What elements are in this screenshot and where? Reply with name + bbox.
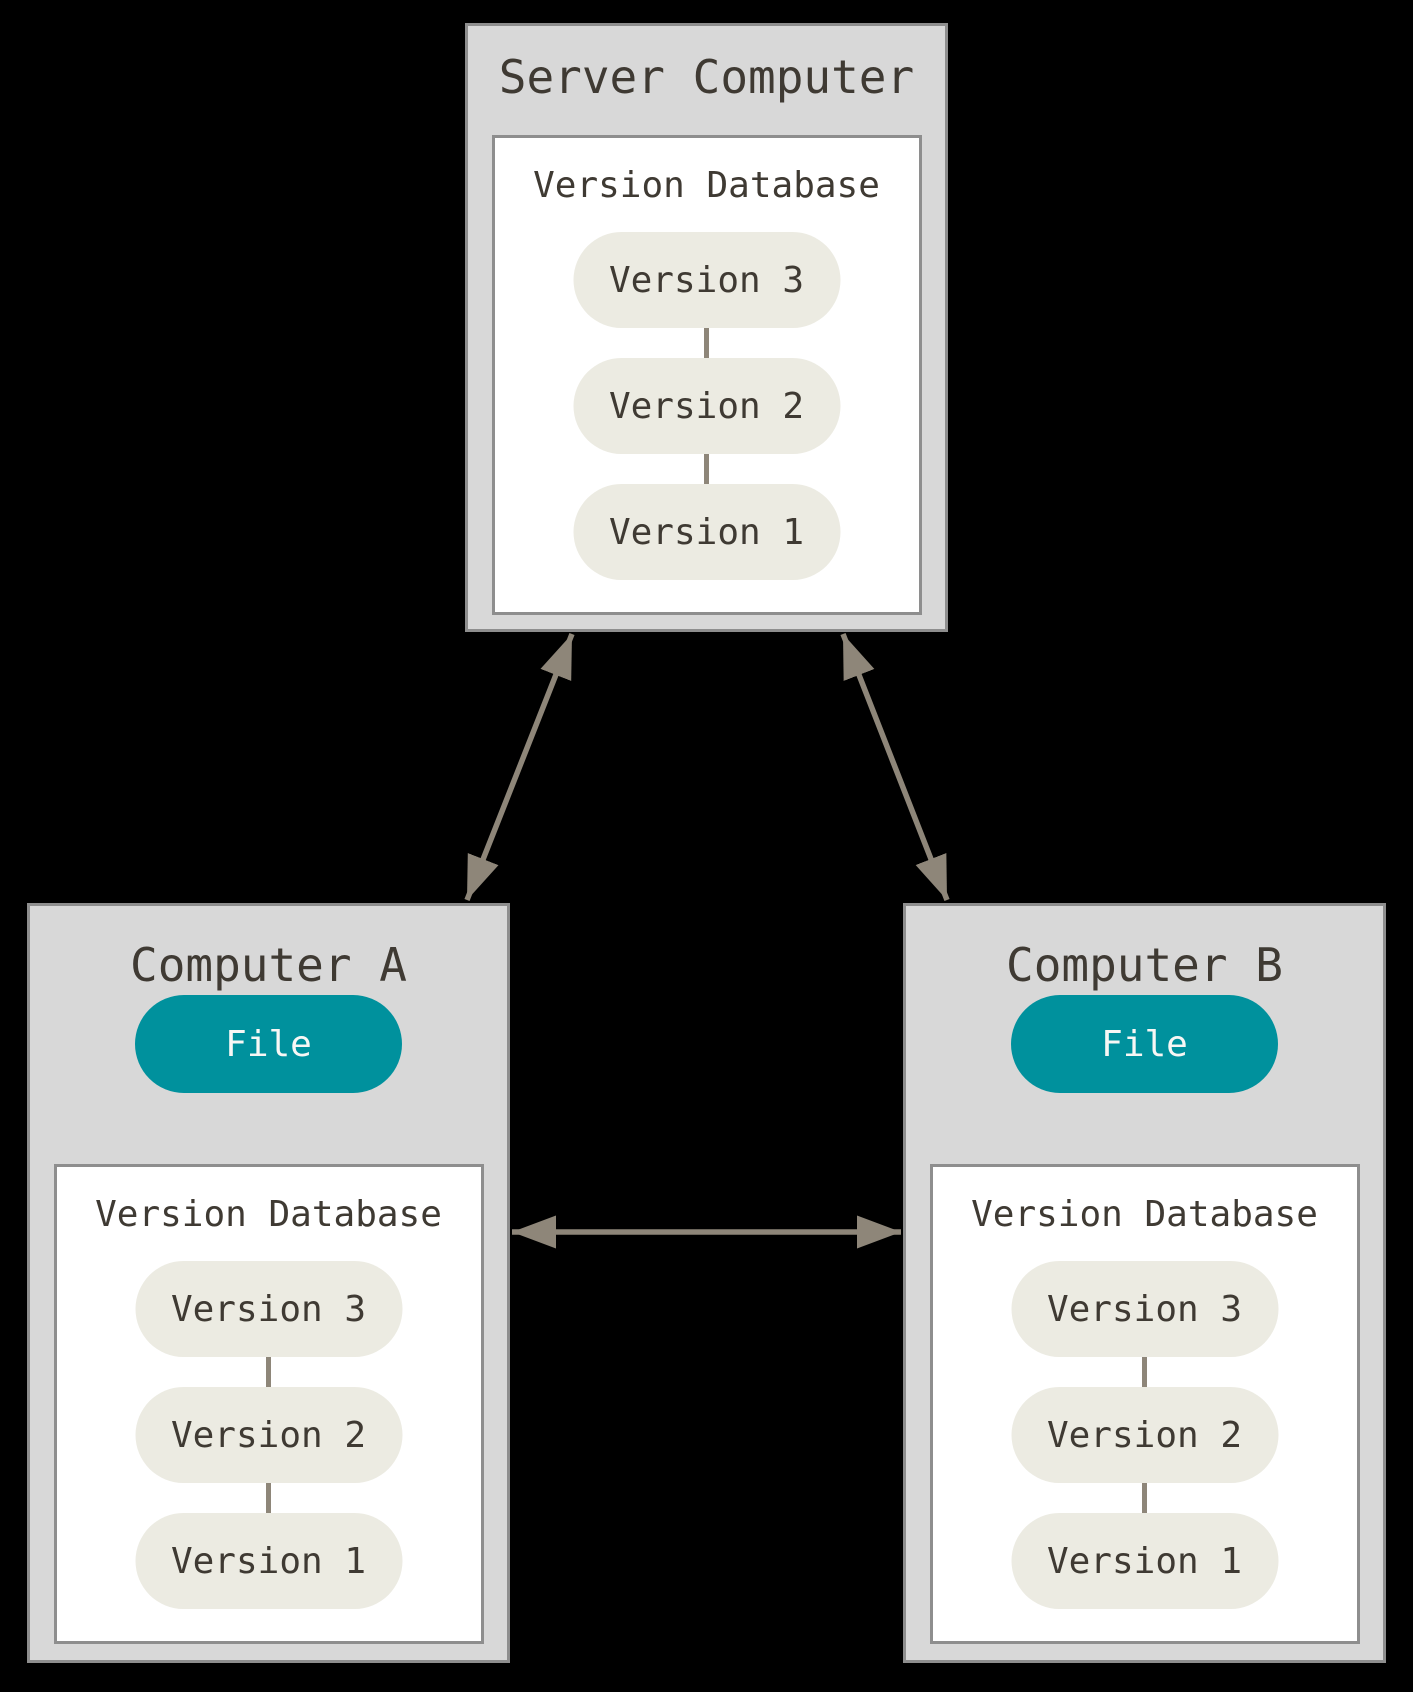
server-version-database-label: Version Database bbox=[533, 164, 880, 206]
computer-b-version-3-pill: Version 3 bbox=[1011, 1261, 1278, 1357]
computer-b-version-connector bbox=[1142, 1357, 1147, 1387]
server-version-1-pill: Version 1 bbox=[573, 484, 840, 580]
computer-a-title: Computer A bbox=[130, 938, 407, 992]
computer-a-version-1-pill: Version 1 bbox=[135, 1513, 402, 1609]
computer-b-version-1-pill: Version 1 bbox=[1011, 1513, 1278, 1609]
computer-a-file-pill: File bbox=[135, 995, 402, 1093]
computer-a-version-database-box: Version Database Version 3 Version 2 Ver… bbox=[53, 1164, 484, 1644]
computer-b-version-database-label: Version Database bbox=[971, 1193, 1318, 1235]
server-version-database-box: Version Database Version 3 Version 2 Ver… bbox=[491, 135, 922, 615]
server-version-connector bbox=[704, 328, 709, 358]
server-version-connector bbox=[704, 454, 709, 484]
server-computer-title: Server Computer bbox=[498, 50, 915, 104]
computer-a-version-connector bbox=[266, 1357, 271, 1387]
computer-a-version-database-label: Version Database bbox=[95, 1193, 442, 1235]
computer-b-version-2-pill: Version 2 bbox=[1011, 1387, 1278, 1483]
computer-b-version-database-box: Version Database Version 3 Version 2 Ver… bbox=[929, 1164, 1360, 1644]
computer-b-box: Computer B File Version Database Version… bbox=[903, 903, 1386, 1663]
server-version-3-pill: Version 3 bbox=[573, 232, 840, 328]
sync-arrow-server-computer-a-icon bbox=[464, 632, 575, 902]
computer-a-version-2-pill: Version 2 bbox=[135, 1387, 402, 1483]
computer-b-file-pill: File bbox=[1011, 995, 1278, 1093]
sync-arrow-server-computer-b-icon bbox=[840, 632, 950, 902]
computer-a-version-connector bbox=[266, 1483, 271, 1513]
server-computer-box: Server Computer Version Database Version… bbox=[465, 23, 948, 632]
computer-a-version-3-pill: Version 3 bbox=[135, 1261, 402, 1357]
computer-a-box: Computer A File Version Database Version… bbox=[27, 903, 510, 1663]
computer-b-version-connector bbox=[1142, 1483, 1147, 1513]
computer-b-title: Computer B bbox=[1006, 938, 1283, 992]
server-version-2-pill: Version 2 bbox=[573, 358, 840, 454]
